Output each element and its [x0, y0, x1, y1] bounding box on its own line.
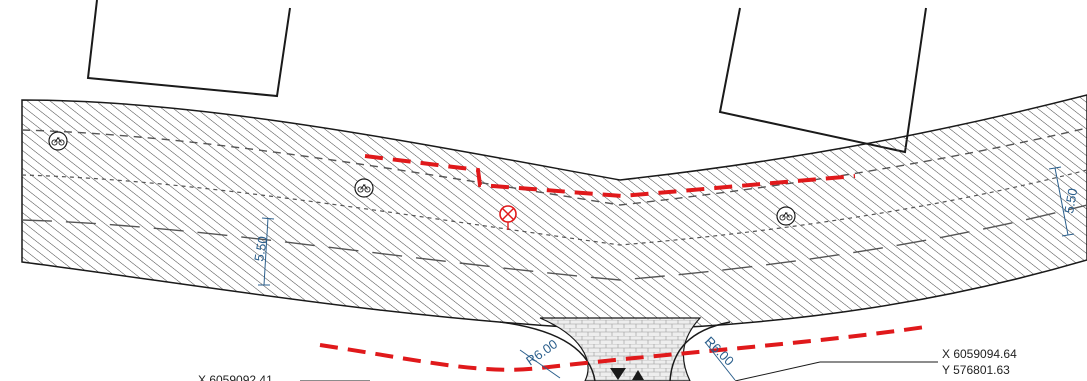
boundary-dash-upper: [364, 154, 856, 199]
dimension-label-right: 5.50: [1061, 187, 1080, 215]
dimension-road-width-right: 5.50: [1048, 166, 1080, 237]
coordinate-callout-right: X 6059094.64 Y 576801.63: [734, 347, 1017, 381]
building-outline-right: [718, 7, 927, 154]
boundary-dash-lower: [319, 325, 926, 372]
lane-marking-center: [21, 204, 1087, 281]
coordinate-x-right: X 6059094.64: [942, 347, 1017, 361]
no-stopping-icon: [499, 205, 517, 230]
building-outline-left: [86, 0, 291, 98]
bicycle-icon: [776, 206, 796, 226]
curb-radius-left: [499, 321, 596, 381]
radius-label-right: R6.00: [702, 334, 737, 369]
radius-label-left: R6.00: [523, 336, 560, 368]
lane-marking-upper: [21, 127, 1087, 206]
arrow-icon: [610, 368, 644, 380]
side-street-paving: [539, 317, 702, 381]
coordinate-callout-left: X 6059092.41: [198, 373, 370, 381]
coordinate-x-left: X 6059092.41: [198, 373, 273, 381]
dimension-road-width-left: 5.50: [251, 217, 275, 286]
radius-leader-right: [704, 341, 736, 381]
bicycle-icon: [48, 131, 68, 151]
bicycle-icon: [354, 178, 374, 198]
coordinate-y-right: Y 576801.63: [942, 363, 1010, 377]
dimension-label-left: 5.50: [251, 235, 270, 263]
curb-radius-right: [669, 321, 731, 381]
radius-leader-left: [519, 349, 561, 379]
road-surface: [21, 94, 1087, 331]
